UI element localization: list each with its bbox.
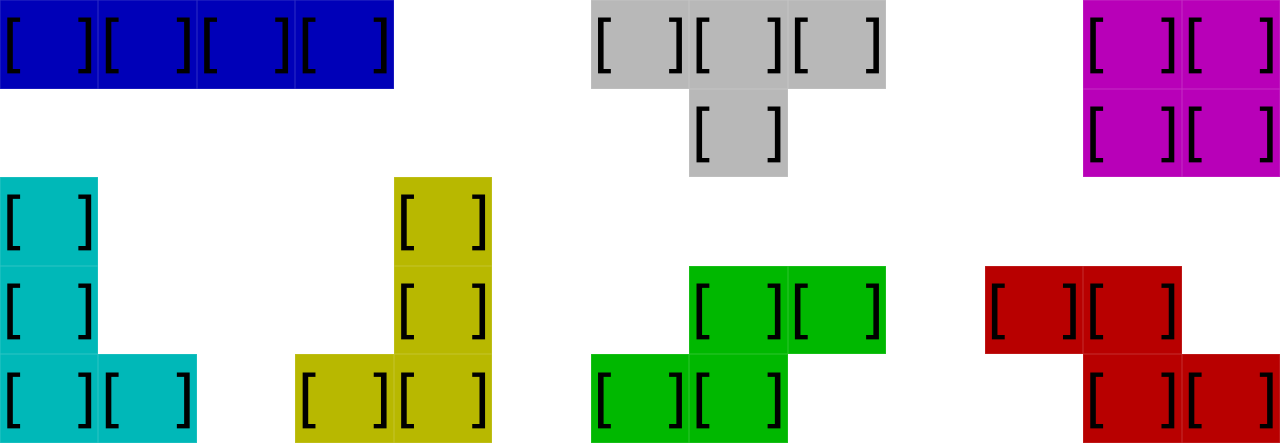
tetromino-o-block: [ ] xyxy=(1076,88,1188,178)
tetromino-l-block: [ ] xyxy=(0,177,105,266)
tetromino-z-block: [ ] xyxy=(1076,354,1188,443)
tetromino-z-block: [ ] xyxy=(1175,354,1280,443)
tetromino-l-block: [ ] xyxy=(92,354,204,443)
tetromino-o-block: [ ] xyxy=(1076,0,1188,89)
tetromino-t-block: [ ] xyxy=(781,0,893,89)
tetromino-i-block: [ ] xyxy=(92,0,204,89)
tetromino-j-block: [ ] xyxy=(289,354,401,443)
tetromino-t-block: [ ] xyxy=(584,0,696,89)
tetromino-i-block: [ ] xyxy=(0,0,105,89)
tetromino-o-block: [ ] xyxy=(1175,0,1280,89)
tetromino-s-block: [ ] xyxy=(682,354,794,443)
tetromino-t-block: [ ] xyxy=(682,0,794,89)
tetromino-s-block: [ ] xyxy=(584,354,696,443)
tetromino-z-block: [ ] xyxy=(978,265,1090,355)
tetromino-l-block: [ ] xyxy=(0,354,105,443)
tetromino-t-block: [ ] xyxy=(682,88,794,178)
tetromino-s-block: [ ] xyxy=(781,265,893,355)
tetromino-l-block: [ ] xyxy=(0,265,105,355)
tetromino-j-block: [ ] xyxy=(387,177,499,266)
tetromino-j-block: [ ] xyxy=(387,354,499,443)
tetromino-o-block: [ ] xyxy=(1175,88,1280,178)
tetromino-i-block: [ ] xyxy=(190,0,302,89)
tetromino-i-block: [ ] xyxy=(289,0,401,89)
tetromino-s-block: [ ] xyxy=(682,265,794,355)
tetromino-j-block: [ ] xyxy=(387,265,499,355)
tetromino-z-block: [ ] xyxy=(1076,265,1188,355)
